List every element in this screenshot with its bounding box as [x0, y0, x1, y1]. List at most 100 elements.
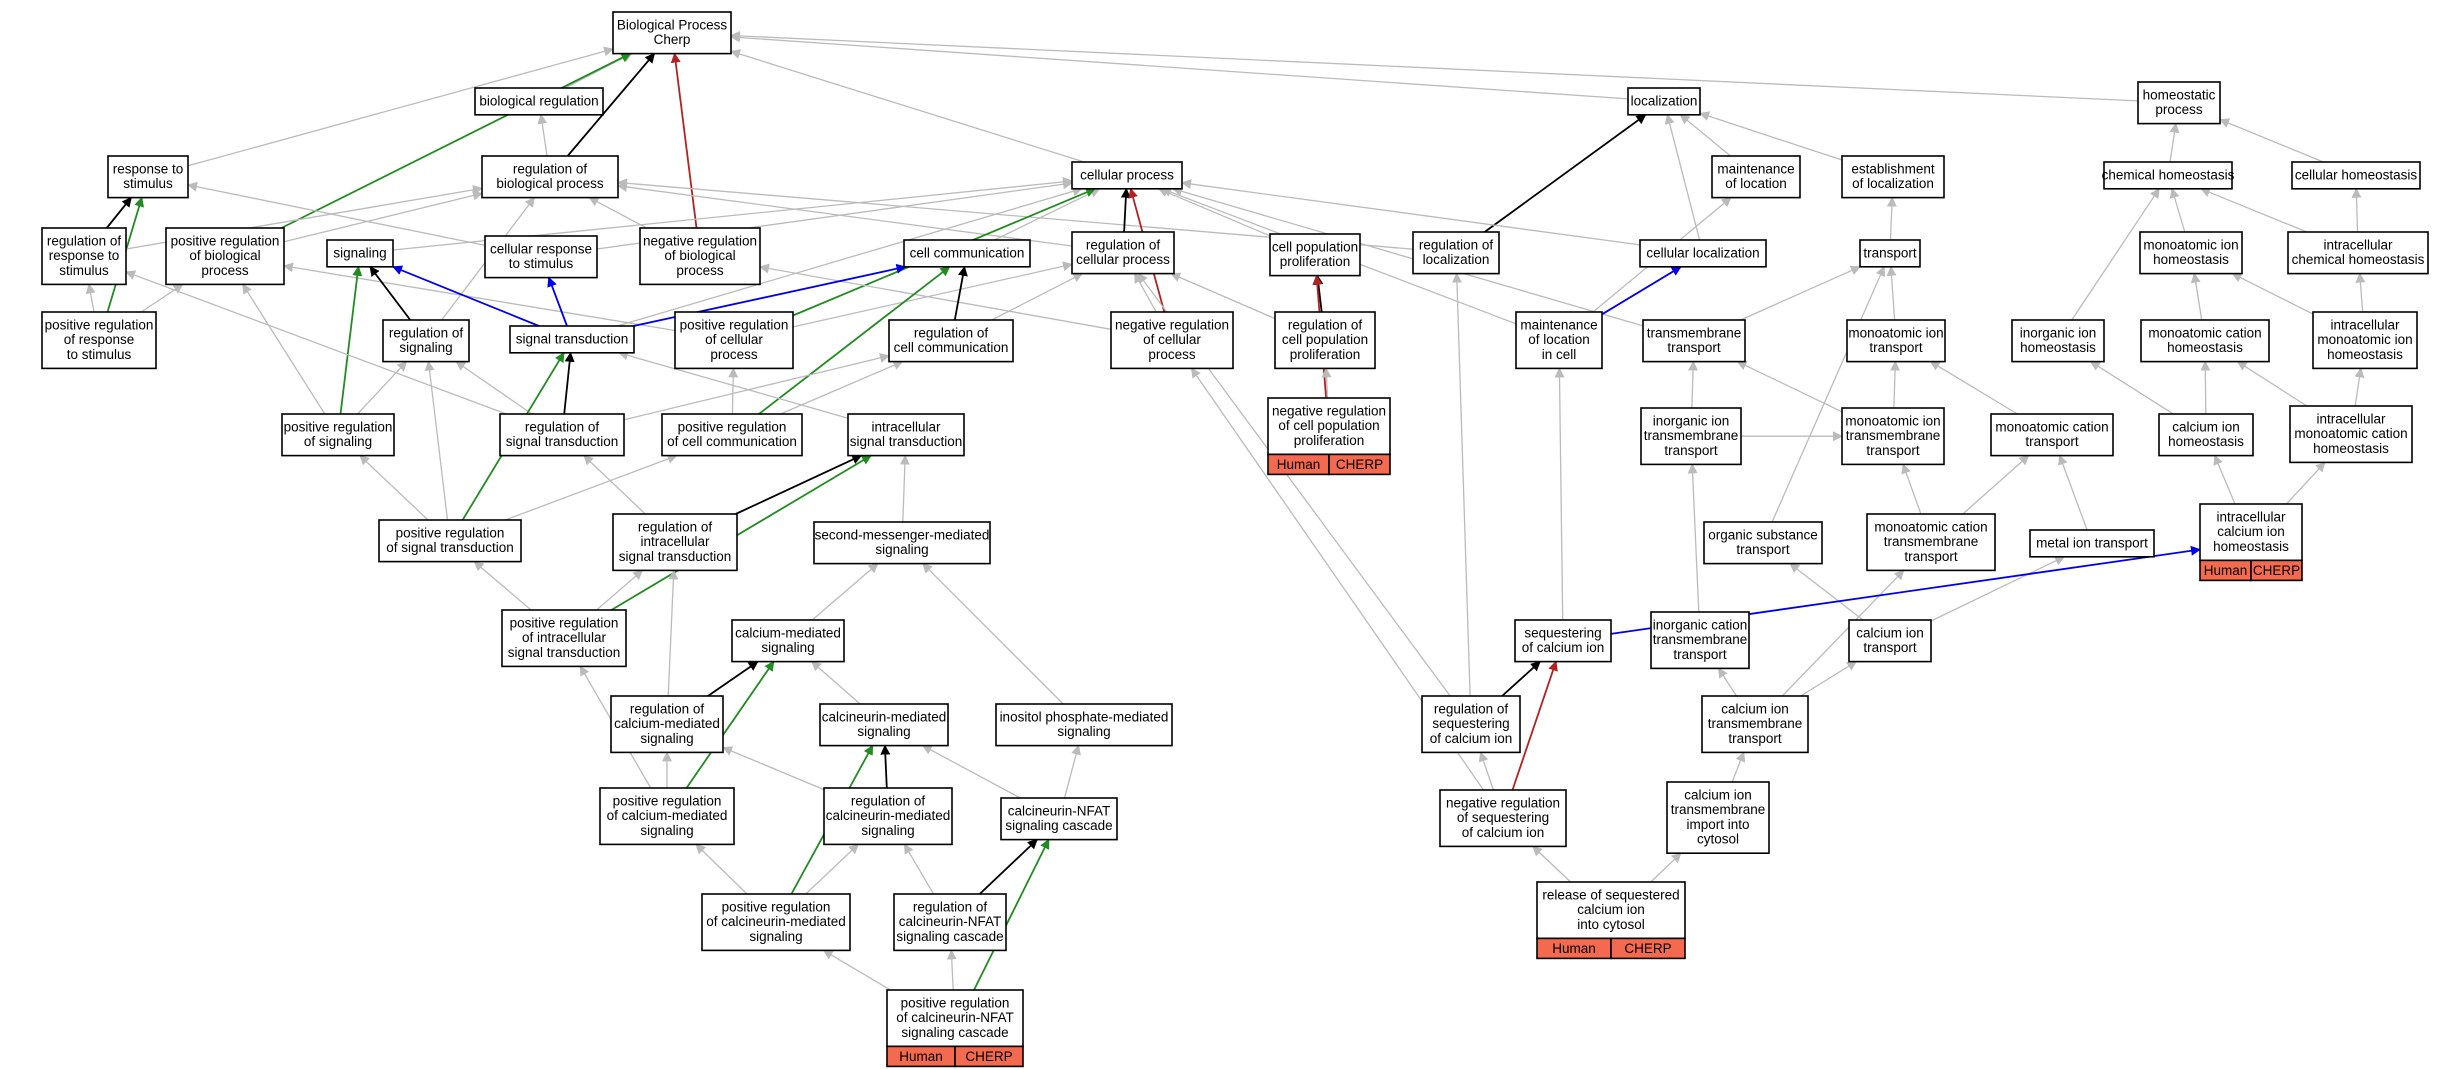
go-term-node-bioreg[interactable]: biological regulation [474, 87, 604, 116]
go-term-node-chemhomeo[interactable]: chemical homeostasis [2102, 161, 2235, 190]
go-term-node-cellhomeo[interactable]: cellular homeostasis [2291, 161, 2421, 190]
node-label-line: transport [1904, 549, 1958, 564]
node-label-line: monoatomic ion [1845, 413, 1940, 428]
go-term-node-cellproc[interactable]: cellular process [1071, 161, 1183, 190]
annotation-tag-human: Human [899, 1049, 943, 1064]
node-label-line: cellular process [1080, 167, 1174, 182]
node-label-line: signaling [857, 724, 910, 739]
go-term-node-metaliontransport[interactable]: metal ion transport [2029, 529, 2155, 558]
go-term-node-transport[interactable]: transport [1859, 239, 1921, 268]
edge-is-a-regcellproc-to-regbp [617, 182, 1073, 247]
node-label-line: of biological [189, 248, 260, 263]
go-term-node-cellcomm[interactable]: cell communication [903, 239, 1031, 268]
node-label-line: homeostasis [2153, 252, 2229, 267]
node-box [1703, 521, 1823, 565]
node-label-line: inositol phosphate-mediated [1000, 709, 1169, 724]
edge-is-a-posregbp-to-regbp [283, 190, 483, 243]
node-label-line: chemical homeostasis [2292, 252, 2425, 267]
edge-is-a-cationtmt-to-cationtransport [1962, 454, 2030, 515]
edge-is-a-posregcellproc-to-posregbp [283, 262, 676, 332]
annotation-tag-cherp: CHERP [2253, 563, 2300, 578]
go-term-node-regcalcineurinsig[interactable]: regulation ofcalcineurin-mediatedsignali… [823, 787, 953, 846]
node-label-line: cell communication [894, 340, 1009, 355]
go-term-node-signaling[interactable]: signaling [326, 239, 394, 268]
node-label-line: transport [1736, 542, 1790, 557]
edge-is-a-cationhomeo-to-ionhomeo [2190, 272, 2203, 321]
edge-is-a-regsigtrans-to-regresp [125, 270, 507, 415]
node-box [107, 155, 189, 199]
edge-is-a-posregintrasig-to-regintrasig [596, 569, 644, 611]
go-term-node-sigtrans[interactable]: signal transduction [509, 325, 635, 354]
node-box [1627, 87, 1701, 116]
node-box [2140, 319, 2270, 363]
go-term-node-cellloc[interactable]: cellular localization [1639, 239, 1767, 268]
go-term-node-loc[interactable]: localization [1627, 87, 1701, 116]
edge-is-a-posregcellcomm-to-posregcellproc [728, 367, 739, 415]
node-label-line: negative regulation [1115, 317, 1229, 332]
node-label-line: of calcium-mediated [607, 808, 728, 823]
edge-is-a-intraionhomeo-to-ionhomeo [2231, 273, 2314, 315]
